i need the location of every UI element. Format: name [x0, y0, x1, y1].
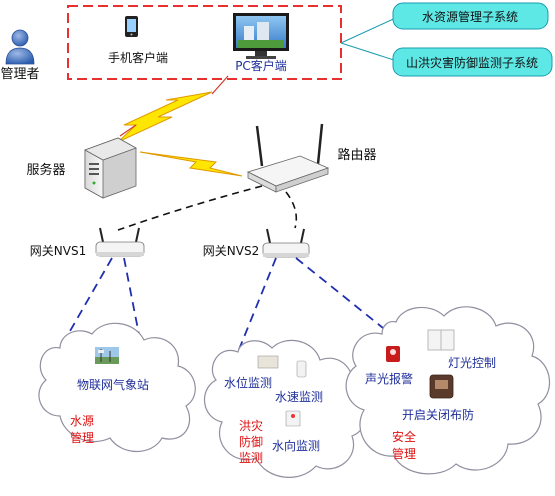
- router-label: 路由器: [337, 147, 376, 163]
- alarm-icon: [386, 346, 400, 362]
- water-level-label: 水位监测: [224, 375, 272, 390]
- wireless-link-server-router: [139, 151, 243, 177]
- server-icon: [84, 137, 137, 199]
- flood-app-label-2: 防御: [239, 434, 263, 449]
- link-nvs2-cloud-middle: [237, 257, 277, 353]
- arm-disarm-label: 开启关闭布防: [402, 407, 474, 422]
- admin-label: 管理者: [0, 67, 39, 82]
- router-icon: [246, 123, 330, 193]
- gateway-label: 网关NVS1: [30, 244, 86, 258]
- subsystem-label: 山洪灾害防御监测子系统: [406, 55, 538, 70]
- subsystem-label: 水资源管理子系统: [422, 9, 518, 24]
- weather-station-label: 物联网气象站: [77, 377, 149, 392]
- monitor-icon: [233, 13, 289, 59]
- subsystem-water-resource: 水资源管理子系统: [392, 2, 549, 30]
- light-control-label: 灯光控制: [448, 356, 496, 370]
- water-source-app-label-2: 管理: [70, 430, 94, 445]
- cloud-middle: [203, 339, 367, 478]
- link-nvs2-cloud-right: [295, 257, 389, 333]
- client-box: [67, 5, 342, 80]
- fingerprint-panel-icon: [429, 374, 454, 399]
- link-router-nvs2: [285, 191, 298, 229]
- gateway-icon: [262, 228, 310, 258]
- subsystem-flood-defense: 山洪灾害防御监测子系统: [392, 47, 553, 77]
- sensor-icon: [257, 355, 279, 369]
- light-switch-icon: [427, 329, 455, 351]
- sensor-icon: [285, 410, 301, 427]
- phone-icon: [125, 16, 138, 37]
- pc-client-label: PC客户端: [235, 58, 287, 73]
- security-app-label-1: 安全: [392, 429, 416, 444]
- cloud-left: [38, 322, 196, 452]
- user-icon: [5, 29, 35, 65]
- link-router-nvs1: [117, 185, 263, 231]
- wireless-link-client-server: [117, 91, 213, 143]
- water-source-app-label-1: 水源: [70, 414, 94, 428]
- gateway-icon: [95, 227, 145, 257]
- link-nvs1-cloud-left: [61, 257, 113, 346]
- server-label: 服务器: [26, 162, 65, 178]
- weather-station-icon: [95, 347, 119, 364]
- sound-light-alarm-label: 声光报警: [365, 371, 413, 386]
- water-speed-label: 水速监测: [275, 390, 323, 404]
- sensor-icon: [296, 360, 307, 378]
- mobile-client-label: 手机客户端: [108, 50, 168, 65]
- gateway-label: 网关NVS2: [203, 244, 259, 258]
- security-app-label-2: 管理: [392, 446, 416, 461]
- flood-app-label-1: 洪灾: [239, 418, 263, 433]
- water-direction-label: 水向监测: [272, 438, 320, 453]
- flood-app-label-3: 监测: [239, 451, 263, 465]
